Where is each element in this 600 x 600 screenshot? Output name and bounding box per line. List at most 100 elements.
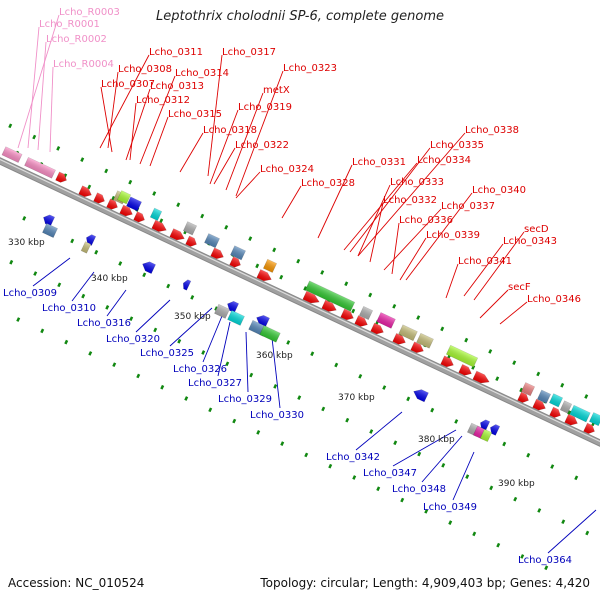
bottom-label-leader bbox=[452, 451, 475, 501]
tick-mark bbox=[526, 452, 531, 458]
scale-label: 350 kbp bbox=[174, 312, 211, 322]
tick-mark bbox=[56, 146, 61, 151]
bottom-gene-label: Lcho_0329 bbox=[218, 394, 272, 405]
reverse-gene-box bbox=[80, 241, 92, 254]
forward-gene-shade bbox=[106, 198, 118, 210]
tick-mark bbox=[57, 282, 62, 288]
tick-mark bbox=[392, 303, 397, 309]
bottom-label-leader bbox=[32, 257, 71, 287]
tick-mark bbox=[382, 385, 387, 390]
forward-gene-shade bbox=[354, 315, 368, 327]
reverse-gene-box bbox=[259, 325, 281, 343]
forward-gene-shade bbox=[440, 355, 454, 367]
top-gene-label-leader bbox=[473, 231, 525, 301]
bottom-gene-label: Lcho_0364 bbox=[518, 555, 572, 566]
reverse-gene-shade bbox=[43, 214, 55, 227]
tick-mark bbox=[249, 372, 254, 378]
forward-gene-box bbox=[398, 324, 418, 342]
tick-mark bbox=[400, 497, 405, 503]
tick-mark bbox=[104, 168, 109, 174]
forward-gene-shade bbox=[340, 308, 354, 320]
tick-mark bbox=[208, 407, 213, 413]
bottom-label-leader bbox=[169, 307, 213, 347]
tick-mark bbox=[393, 440, 398, 446]
forward-gene bbox=[106, 198, 118, 210]
top-gene-label: Lcho_0315 bbox=[168, 109, 222, 120]
tick-mark bbox=[81, 293, 86, 299]
forward-gene-shade bbox=[256, 269, 272, 281]
top-gene-label: Lcho_0346 bbox=[527, 294, 581, 305]
top-gene-label: secD bbox=[524, 224, 549, 235]
top-gene-label: Lcho_0308 bbox=[118, 64, 172, 75]
tick-mark bbox=[128, 179, 133, 185]
top-gene-label: Lcho_0333 bbox=[390, 177, 444, 188]
forward-gene-box-shade bbox=[204, 233, 220, 248]
tick-mark bbox=[112, 362, 117, 368]
top-gene-label: Lcho_0340 bbox=[472, 185, 526, 196]
tick-mark bbox=[536, 371, 541, 377]
top-gene-label-leader bbox=[213, 147, 236, 185]
rna-label-leader bbox=[17, 14, 60, 149]
tick-mark bbox=[232, 418, 237, 424]
forward-gene-box-shade bbox=[416, 333, 434, 349]
top-gene-label: Lcho_0322 bbox=[235, 140, 289, 151]
tick-mark bbox=[70, 238, 75, 244]
tick-mark bbox=[328, 463, 333, 469]
forward-gene-box bbox=[520, 382, 536, 397]
bottom-gene-label: Lcho_0320 bbox=[106, 334, 160, 345]
tick-mark bbox=[184, 396, 189, 401]
top-gene-label: Lcho_0319 bbox=[238, 102, 292, 113]
forward-gene-box bbox=[230, 245, 246, 261]
scale-label: 340 kbp bbox=[91, 274, 128, 284]
top-gene-label-leader bbox=[207, 54, 223, 177]
forward-gene-box-shade bbox=[589, 412, 600, 426]
bottom-label-leader bbox=[245, 331, 249, 393]
reverse-gene bbox=[480, 419, 491, 432]
bottom-gene-label: Lcho_0326 bbox=[173, 364, 227, 375]
bottom-label-leader bbox=[547, 509, 597, 554]
rna-label: Lcho_R0002 bbox=[46, 34, 107, 45]
top-gene-label-leader bbox=[405, 192, 473, 281]
forward-gene-box-shade bbox=[183, 221, 197, 235]
forward-gene-box-shade bbox=[560, 400, 572, 414]
tick-mark bbox=[448, 520, 453, 525]
forward-gene-shade bbox=[302, 291, 320, 304]
top-gene-label: Lcho_0341 bbox=[458, 256, 512, 267]
tick-mark bbox=[489, 485, 494, 491]
bottom-gene-label: Lcho_0349 bbox=[423, 502, 477, 513]
tick-mark bbox=[304, 452, 309, 458]
tick-mark bbox=[225, 361, 230, 367]
forward-gene bbox=[564, 413, 578, 426]
tick-mark bbox=[488, 349, 493, 354]
rna-label-leader bbox=[37, 41, 47, 151]
forward-gene-box bbox=[126, 196, 142, 212]
forward-gene-shade bbox=[472, 371, 490, 383]
forward-gene-box bbox=[262, 258, 278, 273]
forward-gene-box bbox=[548, 393, 564, 408]
forward-gene-shade bbox=[532, 399, 546, 411]
genome-backbone bbox=[0, 157, 600, 447]
forward-gene bbox=[472, 370, 490, 384]
top-gene-label-leader bbox=[235, 171, 261, 199]
forward-gene-shade bbox=[370, 323, 384, 334]
forward-gene-shade bbox=[564, 414, 578, 426]
top-gene-label: Lcho_0335 bbox=[430, 140, 484, 151]
top-gene-label-leader bbox=[499, 301, 528, 325]
top-gene-label: Lcho_0331 bbox=[352, 157, 406, 168]
top-gene-label-leader bbox=[349, 147, 431, 253]
forward-gene-box bbox=[376, 312, 396, 329]
tick-mark bbox=[352, 475, 357, 480]
tick-mark bbox=[585, 530, 590, 536]
top-gene-label: Lcho_0336 bbox=[399, 215, 453, 226]
forward-gene-box bbox=[182, 221, 198, 236]
forward-gene bbox=[583, 422, 595, 434]
forward-gene-shade bbox=[321, 300, 337, 312]
forward-gene-shade bbox=[93, 192, 105, 204]
forward-gene bbox=[169, 228, 185, 241]
reverse-gene bbox=[490, 424, 501, 436]
forward-gene-box-shade bbox=[305, 280, 355, 312]
bottom-gene-label: Lcho_0342 bbox=[326, 452, 380, 463]
top-gene-label-leader bbox=[357, 184, 391, 257]
tick-mark bbox=[64, 339, 69, 345]
